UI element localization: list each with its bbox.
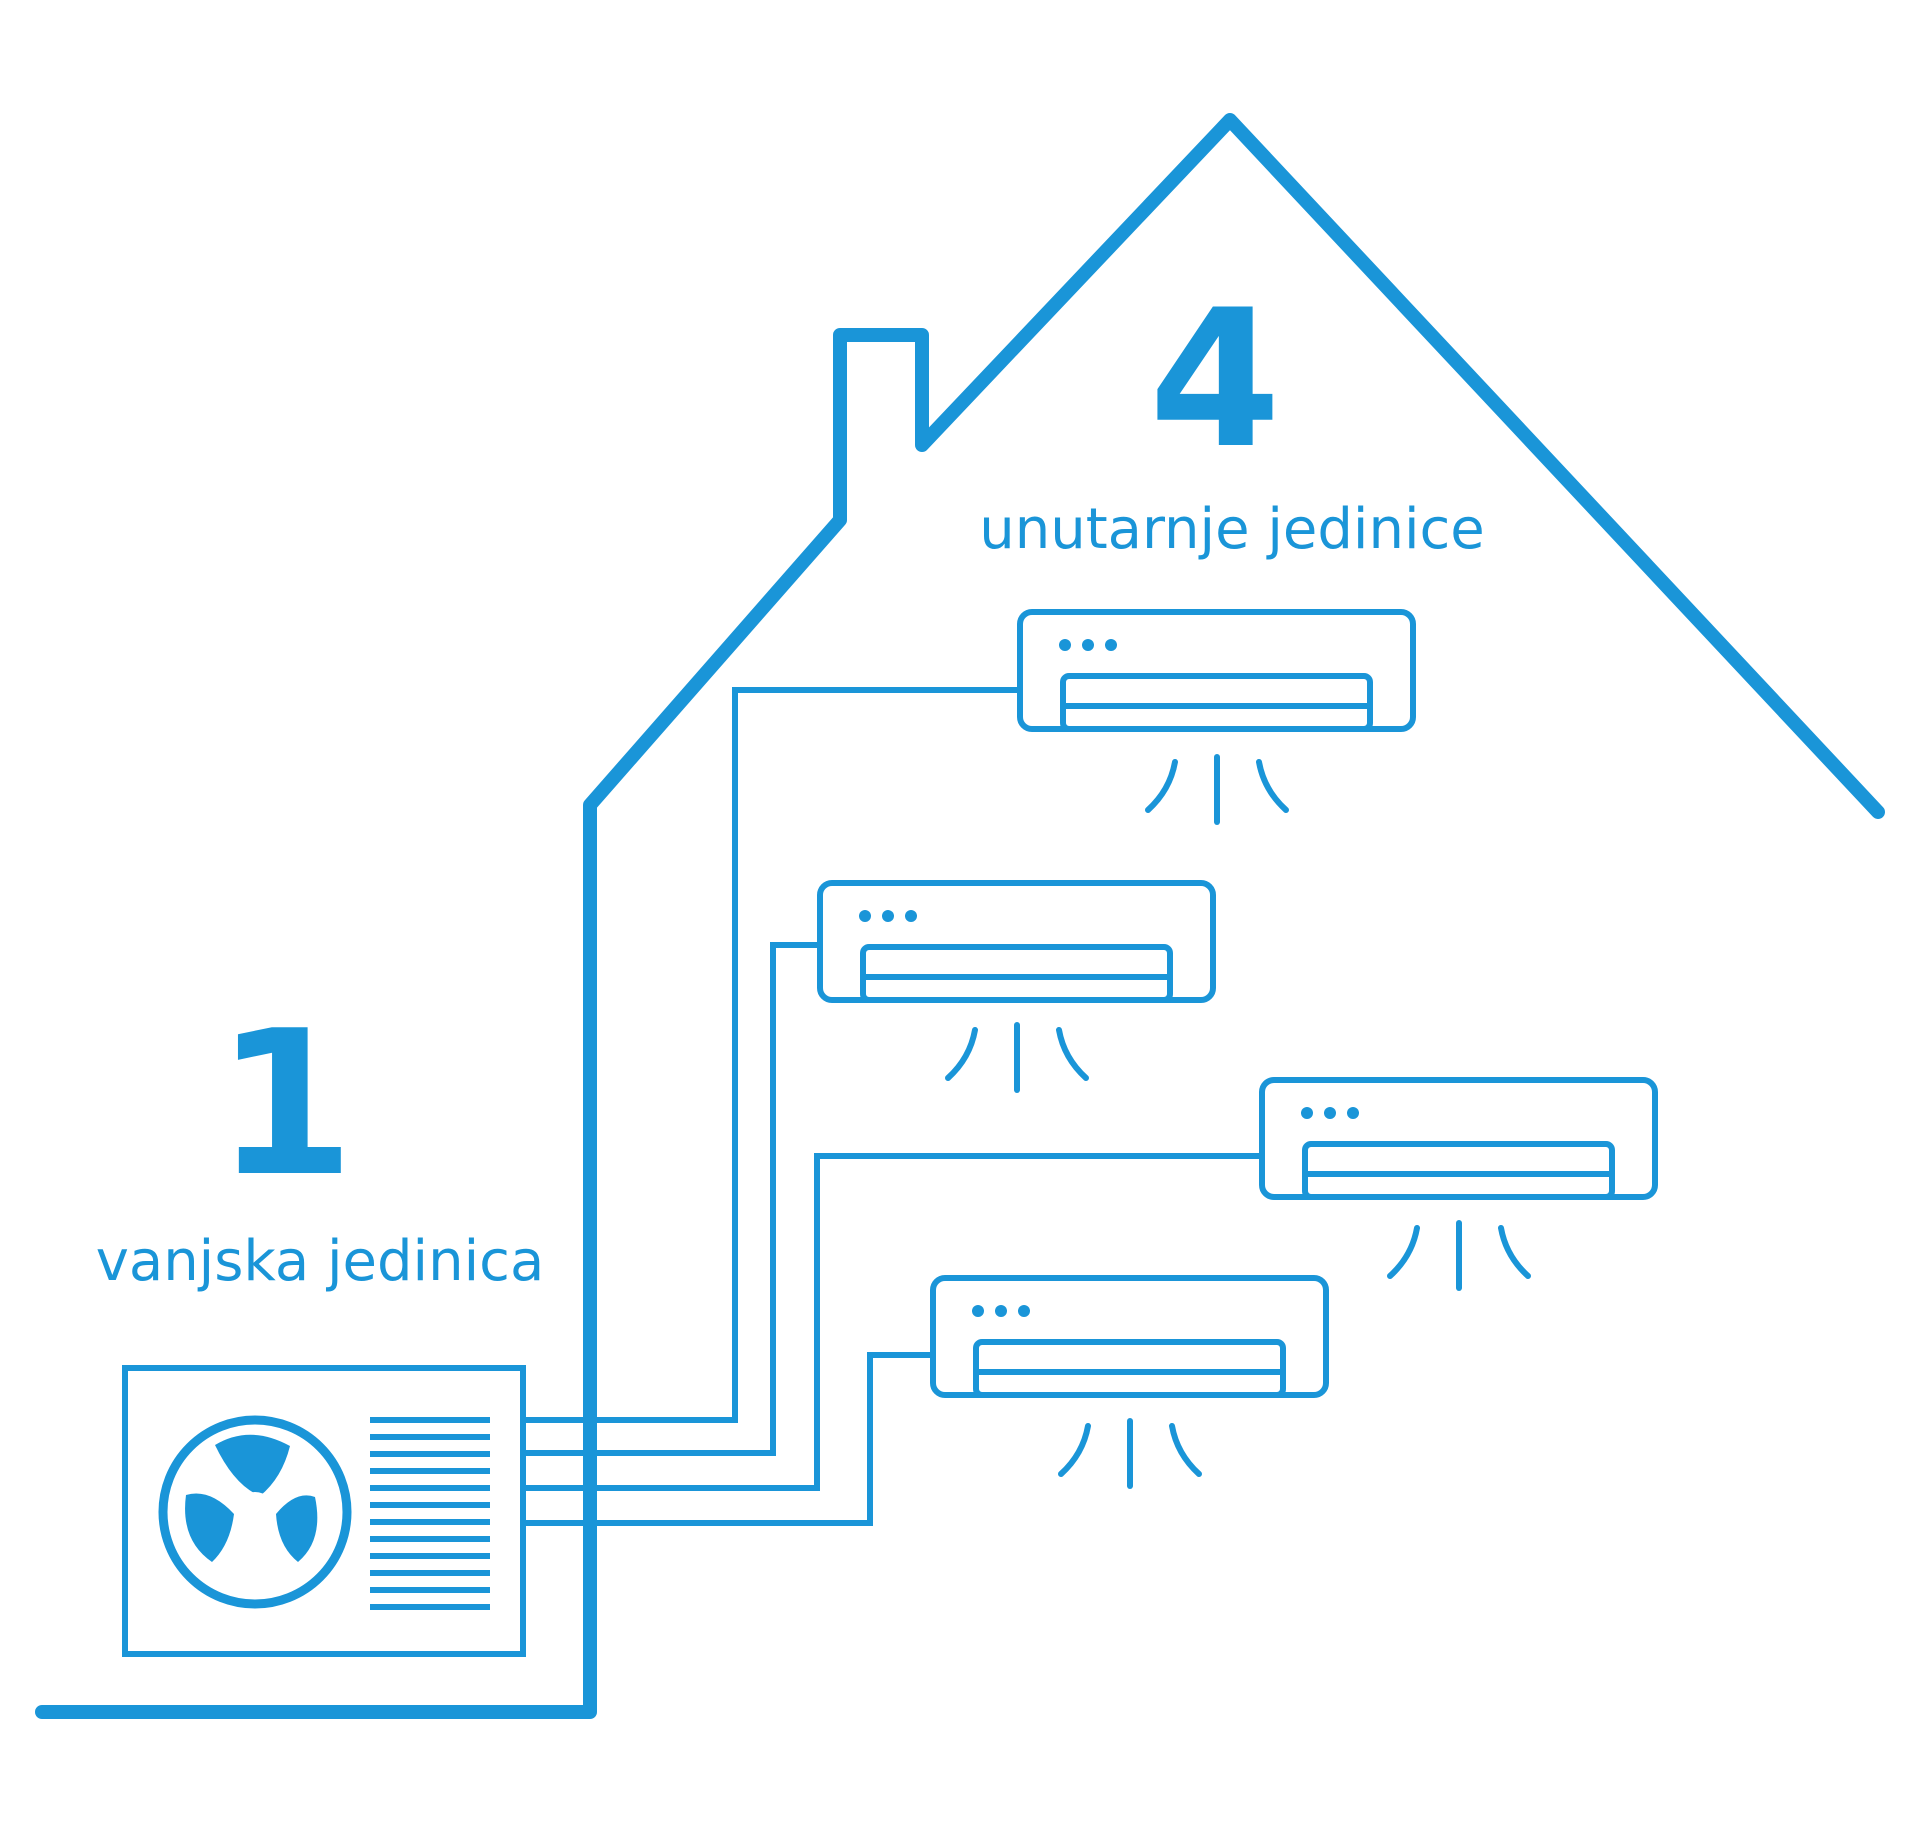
indoor-unit-2 xyxy=(817,880,1216,1093)
outdoor-label: vanjska jedinica xyxy=(96,1229,545,1294)
indoor-unit-4 xyxy=(930,1275,1329,1489)
outdoor-count: 1 xyxy=(215,988,354,1221)
airflow-icon xyxy=(1387,1220,1531,1291)
air-conditioner-icon xyxy=(1017,609,1416,732)
pipe-to-indoor-unit-1 xyxy=(523,687,1020,1423)
fan-icon xyxy=(158,1415,352,1609)
airflow-icon xyxy=(1058,1418,1202,1489)
airflow-icon xyxy=(1145,754,1289,825)
refrigerant-pipes xyxy=(523,687,1262,1526)
pipe-to-indoor-unit-2 xyxy=(523,942,820,1456)
indoor-unit-3 xyxy=(1259,1077,1658,1291)
airflow-icon xyxy=(945,1022,1089,1093)
outdoor-unit xyxy=(122,1365,526,1657)
pipe-to-indoor-unit-4 xyxy=(523,1352,933,1526)
indoor-count: 4 xyxy=(1149,269,1281,490)
indoor-label: unutarnje jedinice xyxy=(979,497,1485,562)
pipe-to-indoor-unit-3 xyxy=(523,1153,1262,1491)
indoor-unit-1 xyxy=(1017,609,1416,825)
house-outline xyxy=(35,113,1885,1719)
vent-grille xyxy=(370,1417,490,1610)
air-conditioner-icon xyxy=(930,1275,1329,1398)
air-conditioner-icon xyxy=(1259,1077,1658,1200)
air-conditioner-icon xyxy=(817,880,1216,1003)
